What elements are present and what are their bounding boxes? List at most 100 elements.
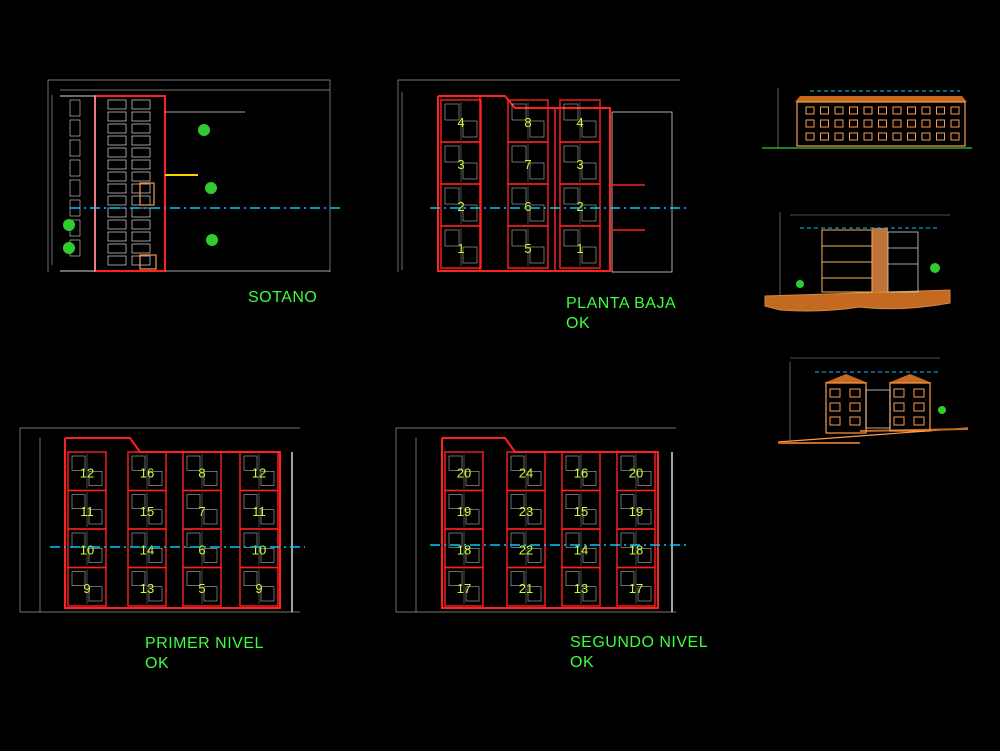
window (878, 119, 887, 128)
room-number: 8 (198, 465, 205, 480)
window (950, 106, 960, 115)
window (878, 132, 887, 141)
parked-car (107, 255, 127, 266)
segundo-nivel-label: SEGUNDO NIVEL OK (570, 633, 708, 673)
planta-baja-label: PLANTA BAJA OK (566, 294, 676, 334)
apartment-room (559, 225, 601, 269)
sotano-floor-plan (47, 79, 340, 272)
window (921, 119, 931, 128)
window (893, 402, 905, 412)
room-furniture (581, 162, 597, 180)
parked-car (107, 171, 127, 182)
room-furniture (186, 494, 201, 509)
room-number: 7 (524, 157, 531, 172)
room-number: 13 (140, 581, 154, 596)
parked-car (131, 207, 151, 218)
window (892, 132, 902, 141)
room-furniture (582, 471, 597, 486)
parked-car (131, 255, 151, 266)
window (834, 106, 844, 115)
room-number: 6 (524, 199, 531, 214)
window (913, 388, 925, 398)
room-furniture (203, 548, 218, 563)
room-furniture (88, 548, 103, 563)
parked-car (107, 111, 127, 122)
room-number: 18 (457, 542, 471, 557)
parked-car (131, 231, 151, 242)
room-number: 13 (574, 581, 588, 596)
room-furniture (529, 120, 545, 138)
room-furniture (582, 509, 597, 525)
parked-car (69, 179, 81, 197)
room-furniture (462, 204, 478, 222)
parked-car (107, 243, 127, 254)
room-furniture (637, 509, 652, 525)
room-furniture (243, 494, 258, 509)
parked-car (107, 195, 127, 206)
room-number: 1 (457, 241, 464, 256)
room-furniture (510, 455, 525, 471)
room-furniture (620, 455, 635, 471)
room-furniture (511, 229, 527, 247)
sotano-title: SOTANO (248, 289, 318, 306)
window (805, 119, 815, 128)
room-furniture (131, 455, 146, 471)
parked-car (107, 123, 127, 134)
window (921, 132, 931, 141)
apartment-room (506, 566, 546, 607)
room-number: 7 (198, 504, 205, 519)
window (936, 132, 945, 141)
window (892, 106, 902, 115)
room-furniture (148, 586, 163, 602)
segundo-nivel-title: SEGUNDO NIVEL (570, 634, 709, 651)
window (805, 106, 815, 115)
room-furniture (88, 471, 103, 486)
room-furniture (462, 120, 478, 138)
parked-car (107, 99, 127, 110)
room-furniture (462, 246, 478, 264)
room-furniture (637, 586, 652, 602)
room-furniture (582, 586, 597, 602)
room-number: 18 (629, 542, 643, 557)
room-number: 5 (198, 581, 205, 596)
room-furniture (565, 455, 580, 471)
room-furniture (510, 571, 525, 586)
primer-nivel-label: PRIMER NIVEL OK (145, 634, 264, 674)
window (913, 402, 925, 412)
parked-car (107, 219, 127, 230)
room-furniture (71, 571, 86, 586)
window (849, 132, 858, 141)
window (950, 132, 960, 141)
room-furniture (581, 246, 597, 264)
room-furniture (529, 162, 545, 180)
parked-car (69, 139, 81, 157)
room-number: 8 (524, 115, 531, 130)
room-number: 14 (574, 542, 588, 557)
parking-cars (69, 99, 151, 266)
room-number: 4 (457, 115, 464, 130)
parked-car (131, 123, 151, 134)
room-furniture (637, 471, 652, 486)
window (863, 132, 873, 141)
room-furniture (131, 571, 146, 586)
room-furniture (620, 532, 635, 548)
parked-car (107, 135, 127, 146)
room-furniture (148, 548, 163, 563)
room-number: 9 (83, 581, 90, 596)
room-furniture (203, 586, 218, 602)
room-furniture (186, 571, 201, 586)
room-number: 9 (255, 581, 262, 596)
room-furniture (88, 586, 103, 602)
room-furniture (582, 548, 597, 563)
tree-icon (63, 124, 218, 254)
room-furniture (131, 494, 146, 509)
window (849, 119, 858, 128)
room-furniture (465, 586, 480, 602)
window (849, 388, 861, 398)
room-furniture (243, 455, 258, 471)
room-furniture (637, 548, 652, 563)
